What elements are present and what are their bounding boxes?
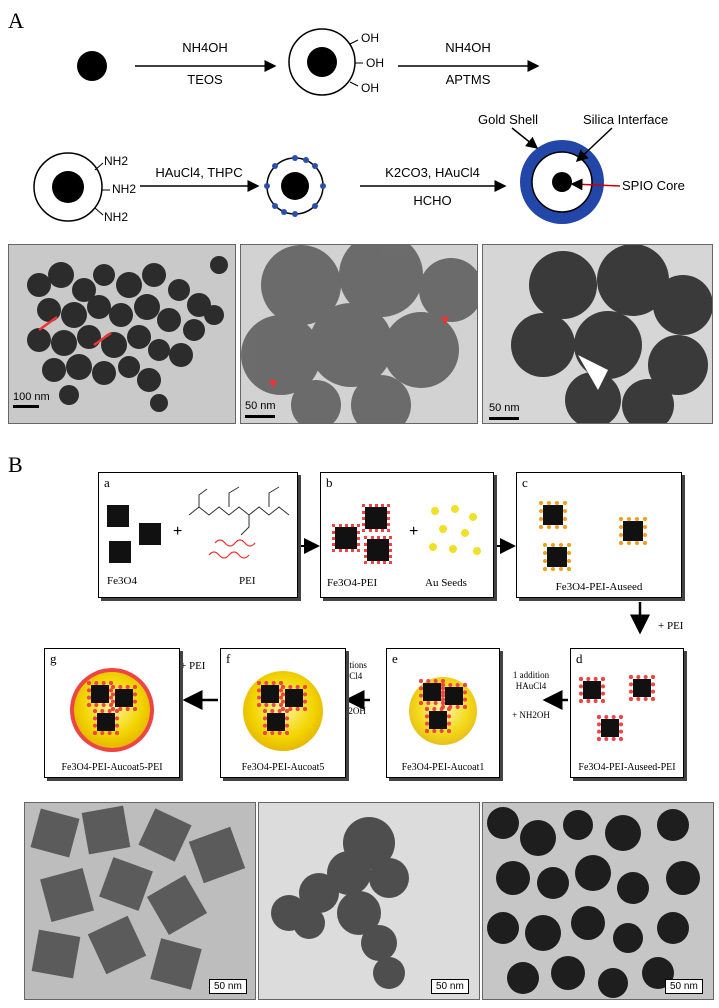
box-c-caption: Fe3O4-PEI-Auseed <box>555 581 643 593</box>
box-letter: b <box>326 475 333 490</box>
box-letter: c <box>522 475 528 490</box>
scale-bar <box>245 415 275 418</box>
oh-label-1: OH <box>361 31 379 45</box>
au-seeds <box>429 505 481 555</box>
scale-label: 50 nm <box>489 402 520 414</box>
pointer-silica <box>575 127 613 163</box>
scheme-box-c: c Fe3O4-PEI-Auseed <box>516 472 682 598</box>
tem-image-a2: 50 nm <box>240 244 478 424</box>
plus-sign: + <box>409 523 419 540</box>
step2-top: NH4OH <box>445 40 491 55</box>
step1-top: NH4OH <box>182 40 228 55</box>
tem-image-b2: 50 nm <box>258 802 480 1000</box>
box-d-caption: Fe3O4-PEI-Auseed-PEI <box>578 762 676 773</box>
nh2-label-2: NH2 <box>112 182 137 196</box>
tem-image-b3: 50 nm <box>482 802 714 1000</box>
box-letter: a <box>104 475 110 490</box>
pei-structure <box>188 486 290 559</box>
tem-image-a1: 100 nm <box>8 244 236 424</box>
scheme-box-f: f Fe3O4-PEI-Aucoat5 <box>220 648 346 778</box>
box-b-caption: Fe3O4-PEI <box>327 577 378 589</box>
scheme-box-g: g Fe3O4-PEI-Aucoat5-PEI <box>44 648 180 778</box>
addition-4-line1: 4 additions <box>327 660 367 670</box>
nh2-label-1: NH2 <box>104 154 129 168</box>
tem-image-b1: 50 nm <box>24 802 256 1000</box>
box-e-caption: Fe3O4-PEI-Aucoat1 <box>401 762 485 773</box>
silica-interface-label: Silica Interface <box>583 112 669 127</box>
tem-image-a3: 50 nm <box>482 244 713 424</box>
addition-1-line1: 1 addition <box>512 670 550 680</box>
step2-bottom: APTMS <box>445 72 491 87</box>
plus-sign: + <box>173 523 183 540</box>
addition-4-line3: + NH2OH <box>328 706 366 716</box>
scale-label: 50 nm <box>209 979 247 994</box>
nh2-label-3: NH2 <box>104 210 129 224</box>
addition-1-line3: + NH2OH <box>512 710 550 720</box>
scheme-box-b: b + Fe3O4-PEI Au Seeds <box>320 472 494 598</box>
scale-label: 50 nm <box>245 400 276 412</box>
oh-label-3: OH <box>361 81 379 95</box>
fe3o4-label: Fe3O4 <box>107 575 137 587</box>
gold-shell-label: Gold Shell <box>478 112 538 127</box>
addition-4-line2: HAuCl4 <box>331 671 363 681</box>
scale-label: 50 nm <box>665 979 703 994</box>
box-letter: d <box>576 651 583 666</box>
scale-bar <box>489 417 519 420</box>
panel-a-scheme <box>33 28 621 224</box>
au-seeds-label: Au Seeds <box>425 577 467 589</box>
scale-label: 100 nm <box>13 391 50 403</box>
scale-bar <box>13 405 39 408</box>
box-g-caption: Fe3O4-PEI-Aucoat5-PEI <box>61 762 163 773</box>
scheme-box-a: a + Fe3O4 PEI <box>98 472 298 598</box>
addition-1-line2: HAuCl4 <box>515 681 547 691</box>
box-letter: f <box>226 651 231 666</box>
plus-pei-label-2: + PEI <box>180 660 206 672</box>
scheme-box-d: d Fe3O4-PEI-Auseed-PEI <box>570 648 684 778</box>
box-f-caption: Fe3O4-PEI-Aucoat5 <box>241 762 325 773</box>
pointer-gold <box>511 127 539 149</box>
panel-b-scheme <box>182 538 650 710</box>
spio-core-label: SPIO Core <box>622 178 685 193</box>
box-letter: e <box>392 651 398 666</box>
scale-label: 50 nm <box>431 979 469 994</box>
step4-top: K2CO3, HAuCl4 <box>385 165 480 180</box>
oh-label-2: OH <box>366 56 384 70</box>
pei-label: PEI <box>239 575 256 587</box>
step4-bottom: HCHO <box>413 193 452 208</box>
panel-a-letter: A <box>8 8 24 33</box>
step1-bottom: TEOS <box>187 72 223 87</box>
bare-core <box>77 51 107 81</box>
plus-pei-label: + PEI <box>658 620 684 632</box>
scheme-box-e: e Fe3O4-PEI-Aucoat1 <box>386 648 500 778</box>
pointer-core <box>570 178 621 191</box>
box-letter: g <box>50 651 57 666</box>
panel-b-letter: B <box>8 452 23 477</box>
step3-top: HAuCl4, THPC <box>155 165 243 180</box>
